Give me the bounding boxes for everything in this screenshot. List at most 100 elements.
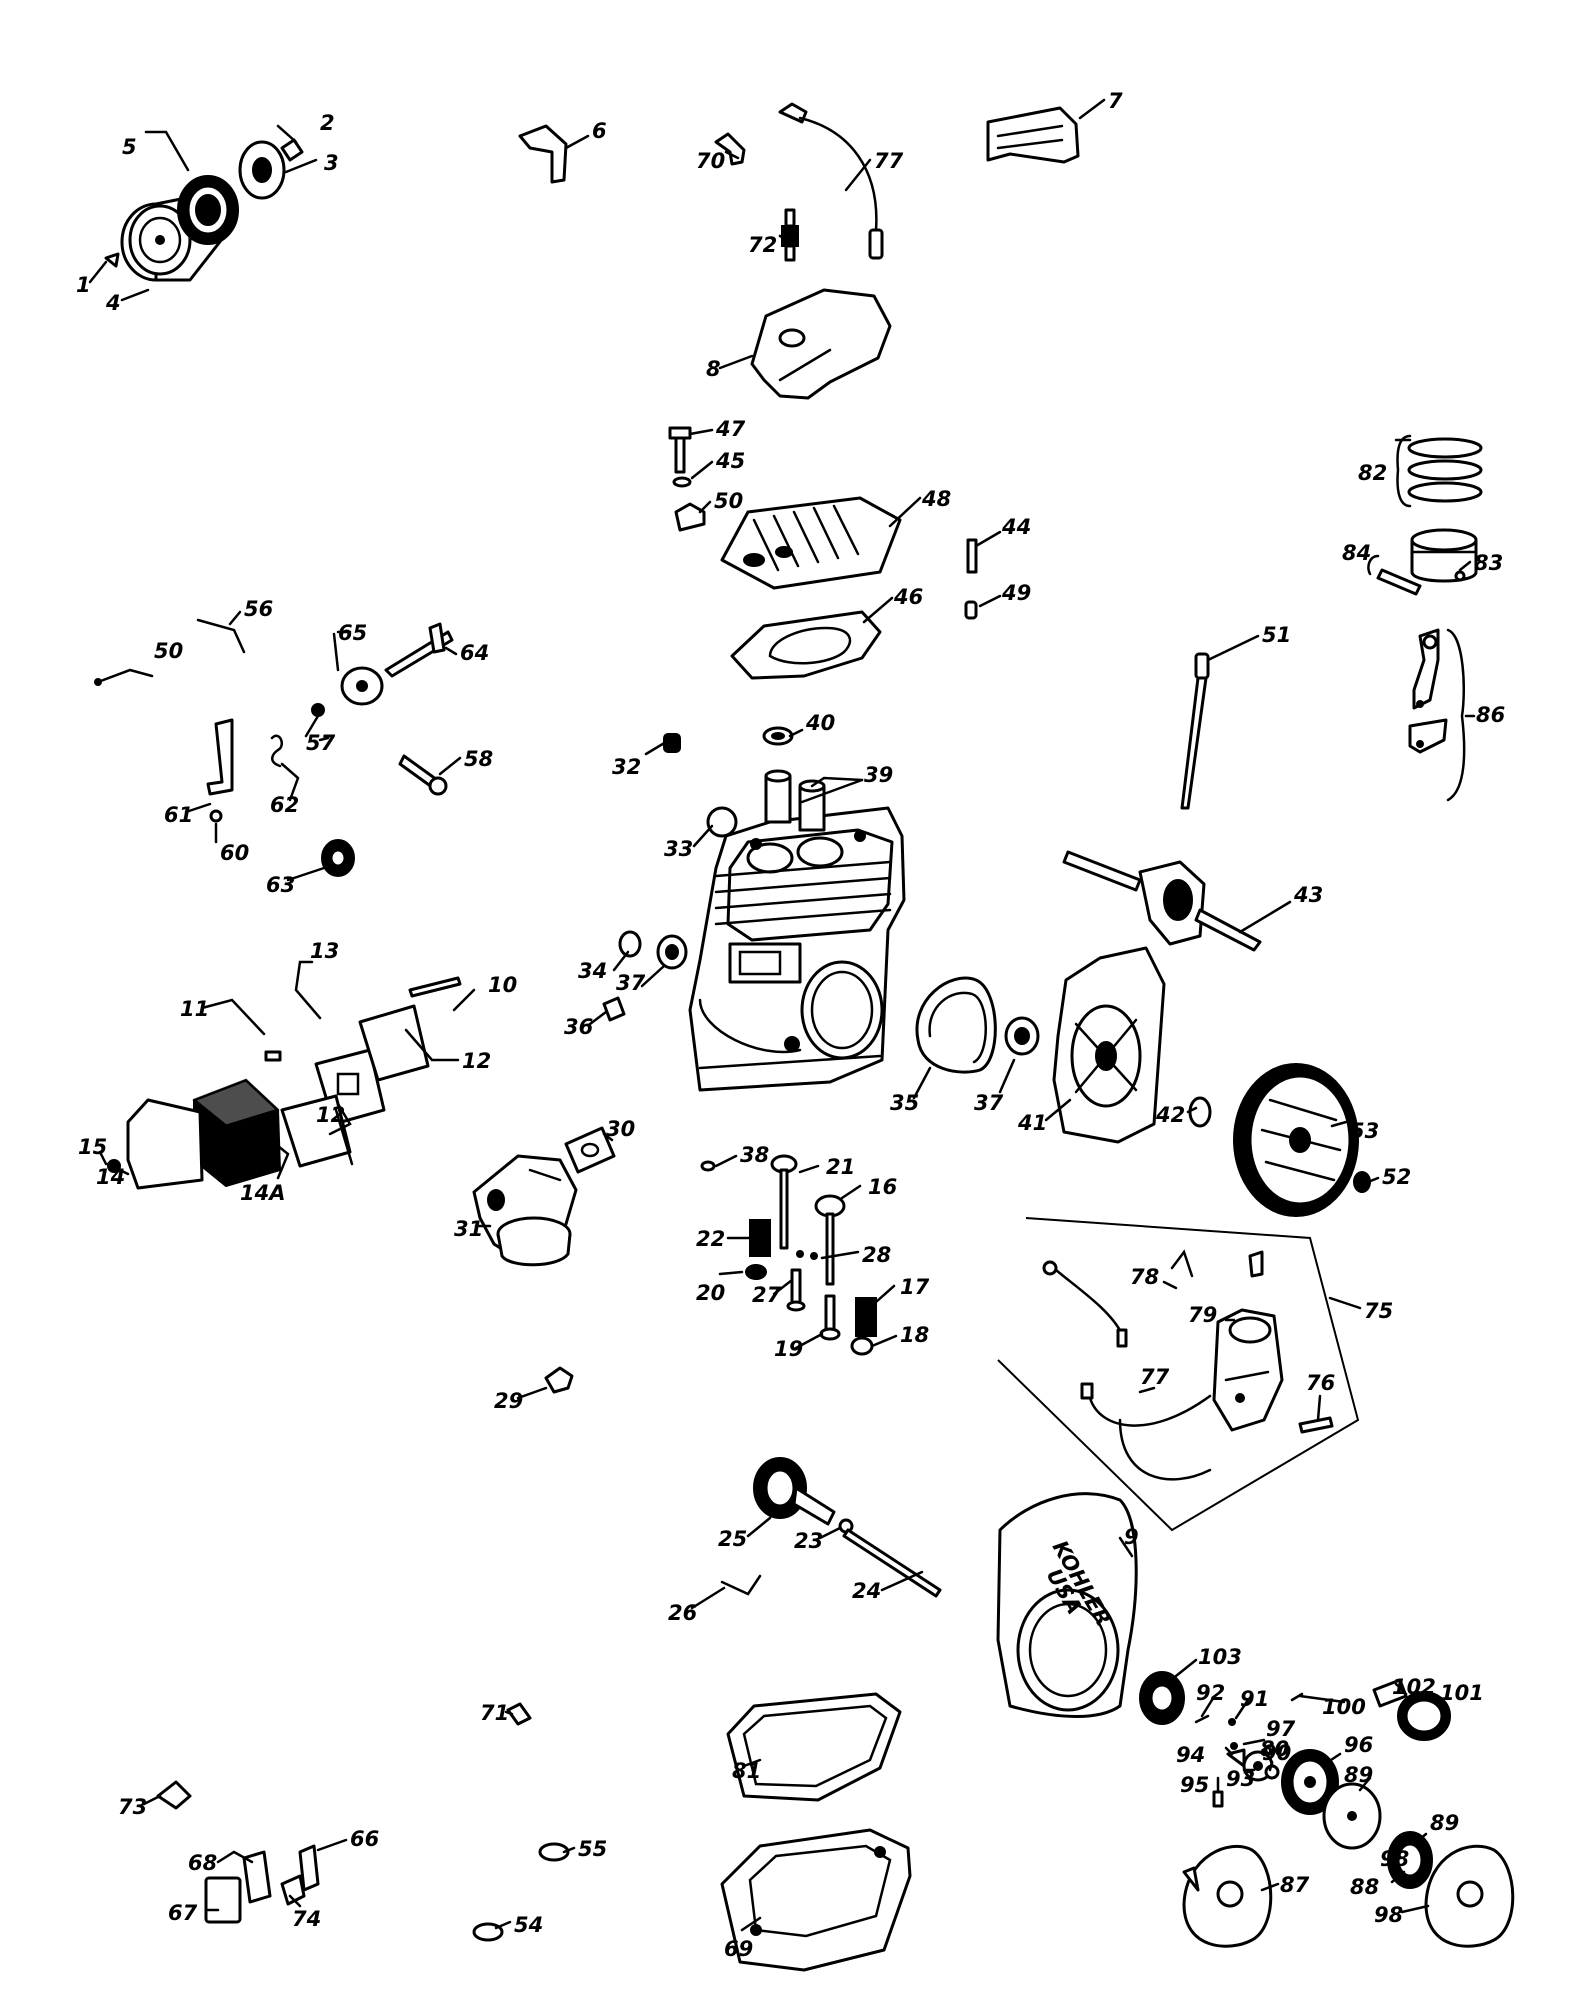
plate-12-upper [358, 1004, 430, 1082]
piston [1410, 528, 1478, 583]
label-21: 21 [826, 1155, 855, 1179]
tappet-19 [819, 1294, 841, 1341]
screw-95 [1212, 1790, 1224, 1808]
label-37-left: 37 [616, 971, 646, 995]
dipstick [1180, 652, 1210, 810]
camshaft-pin [842, 1528, 942, 1598]
label-83: 83 [1474, 551, 1503, 575]
bracket-61 [206, 718, 234, 796]
screw-50 [94, 668, 132, 686]
label-25: 25 [718, 1527, 747, 1551]
label-31: 31 [454, 1217, 483, 1241]
label-55: 55 [578, 1837, 607, 1861]
dowel-pin-44 [966, 538, 978, 574]
spring-88 [1387, 1831, 1433, 1889]
label-82: 82 [1358, 461, 1387, 485]
label-93: 93 [1226, 1767, 1255, 1791]
starter-cup [1139, 1671, 1185, 1725]
oil-pan [720, 1828, 912, 1972]
ignition-group-outline [997, 1217, 1360, 1532]
label-90: 90 [1262, 1741, 1291, 1765]
gasket-2 [280, 138, 304, 162]
label-43: 43 [1293, 883, 1323, 907]
oil-seal-37 [656, 934, 688, 970]
cylinder-block [688, 806, 906, 1092]
label-58: 58 [464, 747, 493, 771]
label-77-ignition: 77 [1140, 1365, 1170, 1389]
callout-labels: 1 2 3 4 5 6 7 8 9 10 11 12 12 13 14 14A … [76, 89, 1505, 1961]
carburetor-gasket [564, 1126, 616, 1174]
label-70: 70 [696, 149, 725, 173]
label-62: 62 [270, 793, 299, 817]
disc-65 [340, 666, 384, 706]
label-14: 14 [96, 1165, 125, 1189]
label-96: 96 [1344, 1733, 1373, 1757]
label-10: 10 [488, 973, 517, 997]
washer-91 [1228, 1718, 1236, 1726]
label-79: 79 [1188, 1303, 1217, 1327]
cylinder-baffle [986, 106, 1080, 164]
label-103: 103 [1198, 1645, 1242, 1669]
label-57: 57 [306, 731, 336, 755]
label-84: 84 [1342, 541, 1371, 565]
retainer-93 [1242, 1750, 1274, 1782]
valve-spring-17 [855, 1297, 877, 1337]
label-53: 53 [1350, 1119, 1379, 1143]
seal-34 [618, 930, 642, 958]
spring-26 [720, 1574, 762, 1596]
elbow-fitting-29 [544, 1366, 574, 1394]
label-54: 54 [514, 1913, 543, 1937]
label-89-lower: 89 [1430, 1811, 1459, 1835]
pin-11 [264, 1050, 282, 1062]
pin-92 [1194, 1714, 1210, 1724]
label-13: 13 [310, 939, 339, 963]
shaft-64 [384, 622, 454, 678]
rope-101 [1397, 1691, 1451, 1741]
label-40: 40 [805, 711, 835, 735]
breather-tube [518, 124, 568, 184]
air-cleaner-element [177, 175, 239, 245]
head-gasket [730, 610, 882, 680]
camshaft-gear [753, 1457, 836, 1526]
label-98-lower: 98 [1374, 1903, 1403, 1927]
precleaner-element [192, 1078, 282, 1188]
label-78: 78 [1130, 1265, 1159, 1289]
label-12-lower: 12 [316, 1103, 345, 1127]
label-22: 22 [696, 1227, 725, 1251]
label-91: 91 [1240, 1687, 1269, 1711]
piston-rings [1407, 437, 1483, 503]
label-64: 64 [460, 641, 489, 665]
label-37-right: 37 [974, 1091, 1004, 1115]
ignition-module [1212, 1308, 1284, 1432]
label-71: 71 [480, 1701, 509, 1725]
spark-plug-lead [778, 102, 884, 260]
valve-21 [770, 1154, 798, 1250]
label-97: 97 [1266, 1717, 1296, 1741]
label-52: 52 [1382, 1165, 1411, 1189]
label-49: 49 [1001, 581, 1031, 605]
washer-60 [209, 809, 223, 823]
label-50-head: 50 [714, 489, 743, 513]
label-1: 1 [76, 273, 91, 297]
label-76: 76 [1306, 1371, 1335, 1395]
link-56 [196, 618, 246, 654]
label-46: 46 [893, 585, 923, 609]
label-51: 51 [1262, 623, 1291, 647]
keepers-28 [796, 1250, 818, 1260]
screw-76 [1298, 1416, 1334, 1434]
label-16: 16 [868, 1175, 897, 1199]
label-74: 74 [292, 1907, 321, 1931]
label-8: 8 [706, 357, 721, 381]
label-75: 75 [1364, 1299, 1393, 1323]
label-65: 65 [338, 621, 367, 645]
label-102: 102 [1392, 1675, 1436, 1699]
retainer-18 [850, 1336, 874, 1356]
plate-89 [1322, 1782, 1382, 1850]
label-44: 44 [1001, 515, 1031, 539]
oil-pan-gasket [726, 1692, 902, 1802]
label-19: 19 [774, 1337, 803, 1361]
bracket-69 [298, 1844, 320, 1892]
kill-lead-77 [1080, 1382, 1212, 1481]
label-7: 7 [1108, 89, 1123, 113]
label-2: 2 [320, 111, 335, 135]
